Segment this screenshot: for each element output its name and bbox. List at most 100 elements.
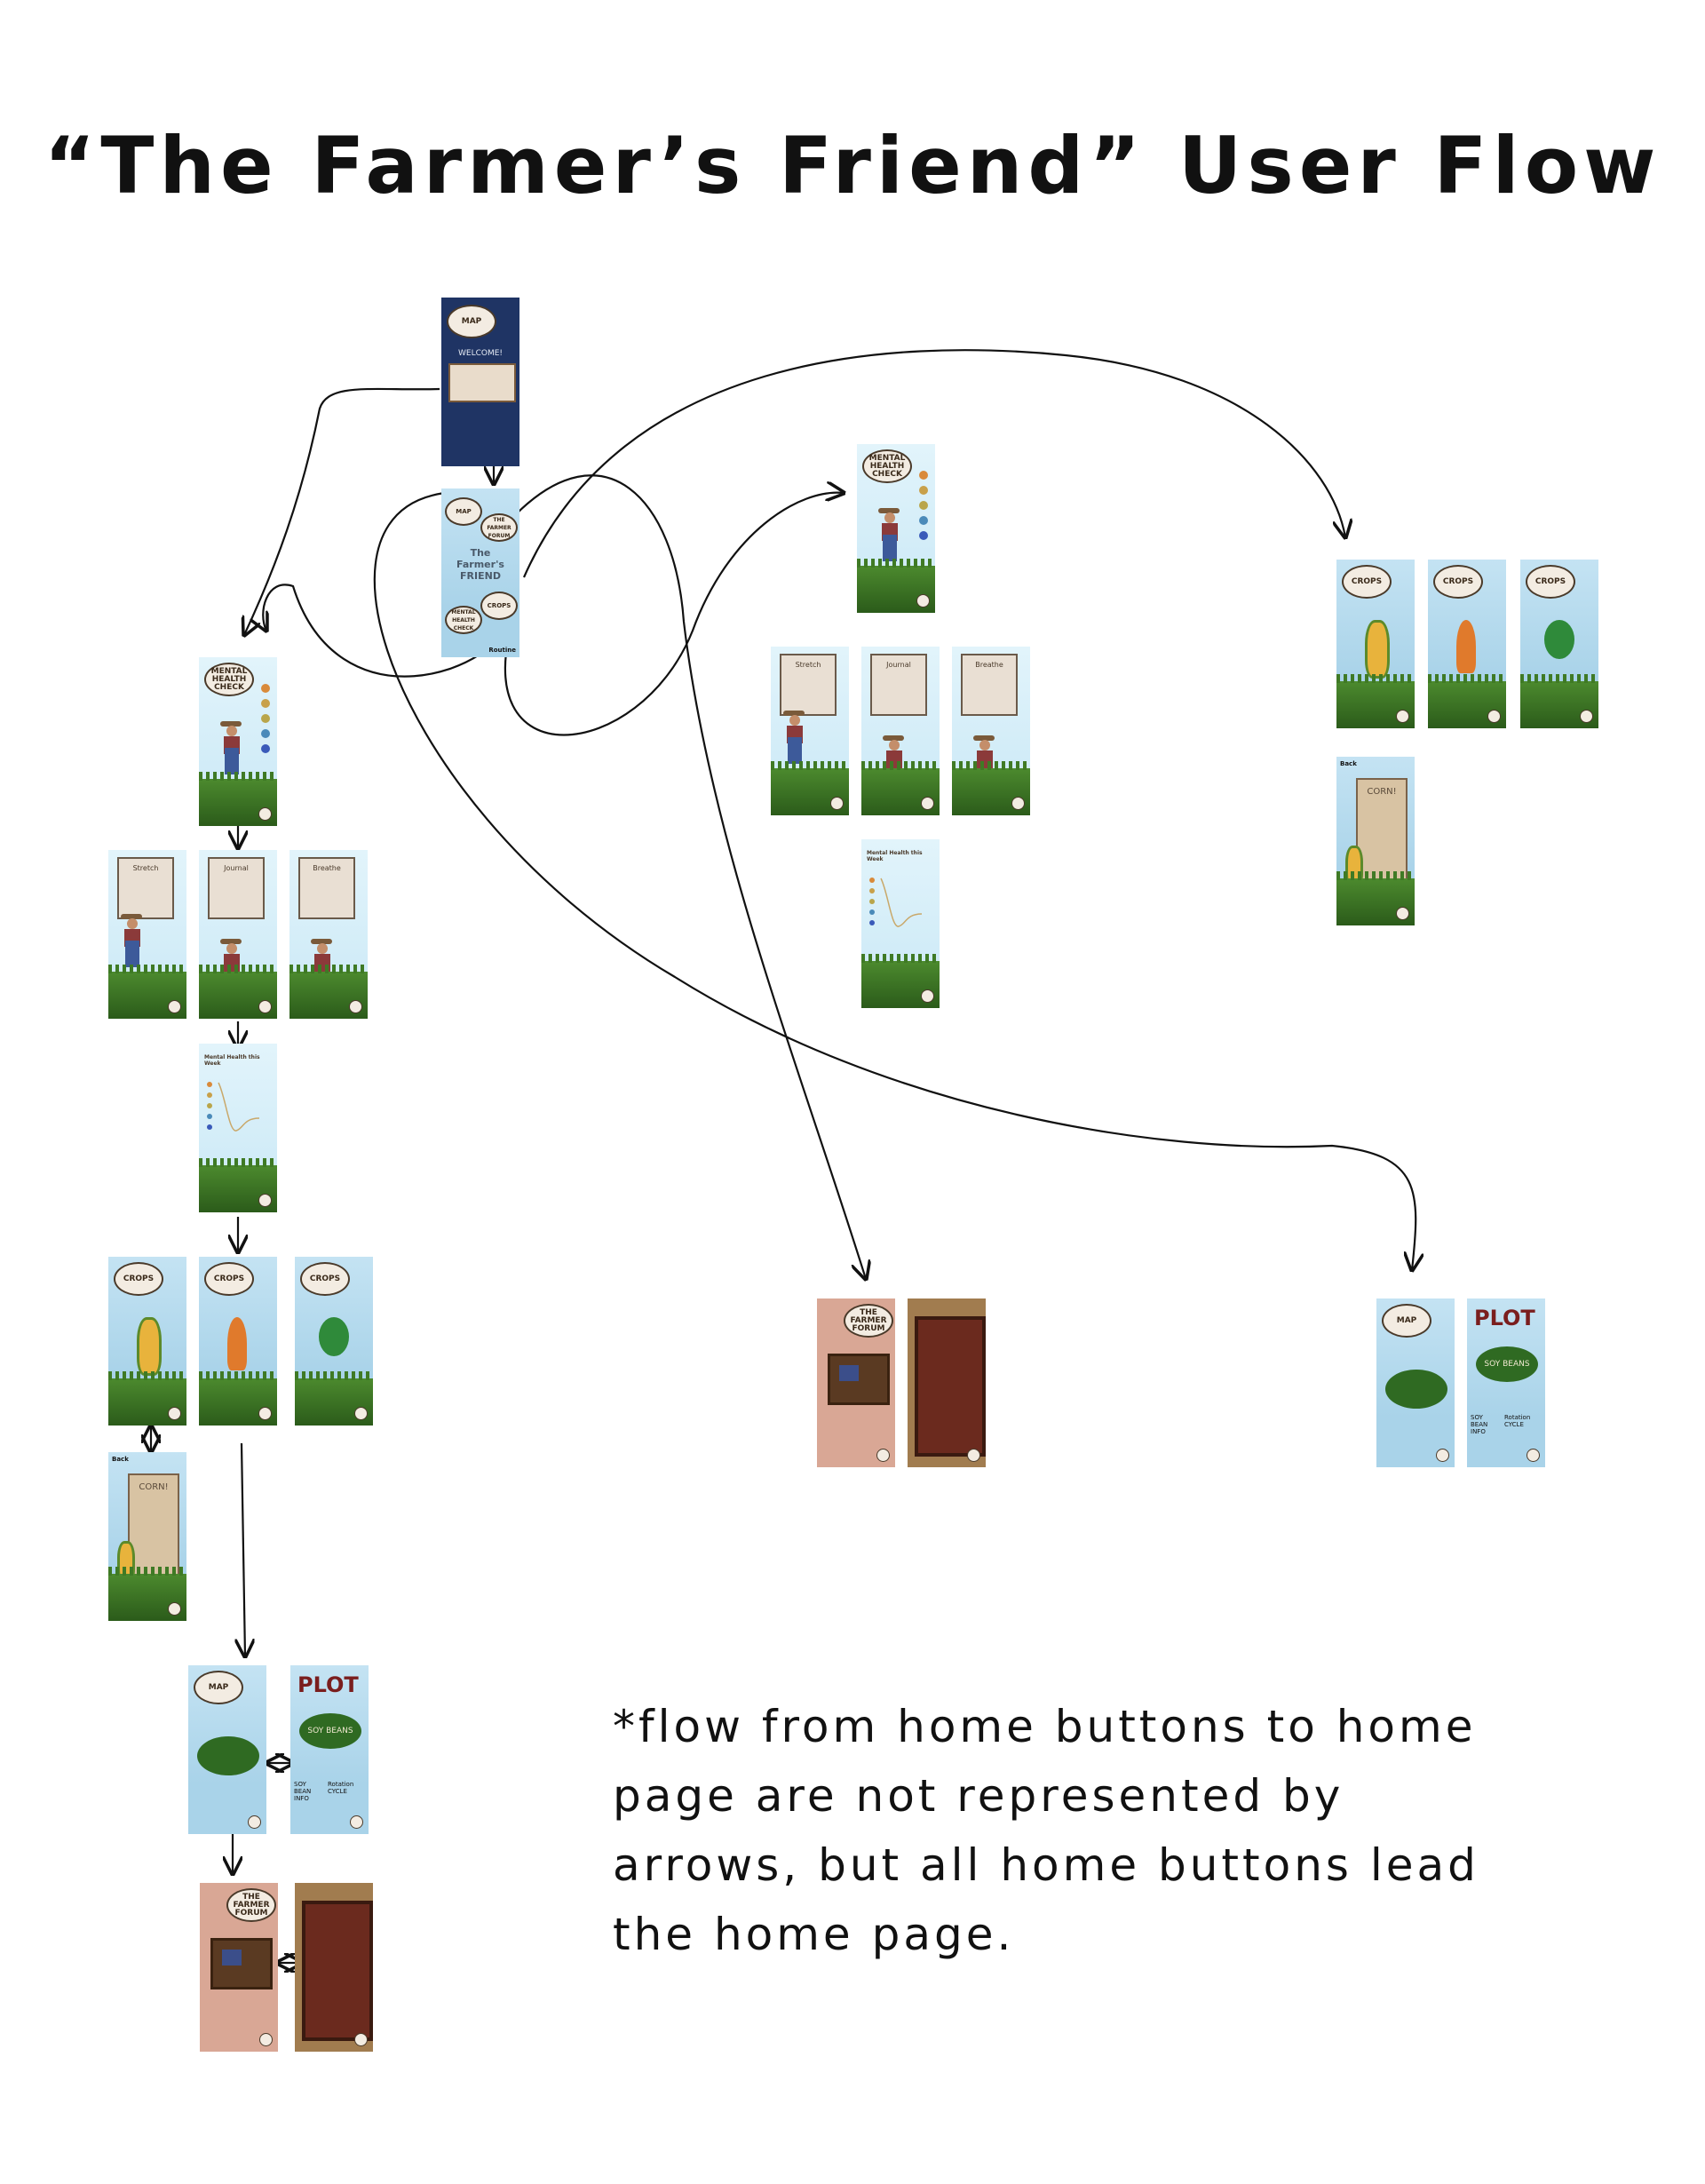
home-icon[interactable] xyxy=(168,1602,181,1616)
screen-forum[interactable]: THE FARMER FORUM xyxy=(200,1883,278,2052)
screen-mental-check[interactable]: MENTAL HEALTH CHECK xyxy=(199,657,277,826)
screen-map[interactable]: MAP xyxy=(188,1665,266,1834)
back-button[interactable]: Back xyxy=(1340,760,1357,767)
journal-sign: Journal xyxy=(870,654,927,716)
rotation-cycle[interactable]: Rotation CYCLE xyxy=(328,1781,354,1795)
breathe-sign: Breathe xyxy=(298,857,355,919)
welcome-card[interactable] xyxy=(448,363,516,402)
skip-button[interactable] xyxy=(168,1407,181,1420)
screen-forum-post[interactable] xyxy=(295,1883,373,2052)
home-icon[interactable] xyxy=(1487,710,1501,723)
screen-crops-carrot[interactable]: CROPS xyxy=(199,1257,277,1426)
routine-button[interactable]: Routine xyxy=(488,647,516,654)
home-icon[interactable] xyxy=(967,1449,980,1462)
forum-cloud[interactable]: THE FARMER FORUM xyxy=(480,513,518,542)
home-icon[interactable] xyxy=(1527,1449,1540,1462)
screen-weekly-chart-b[interactable]: Mental Health this Week xyxy=(861,839,940,1008)
soy-info[interactable]: SOY BEAN INFO xyxy=(1471,1414,1488,1435)
carrot-icon[interactable] xyxy=(227,1317,247,1370)
screen-corn-info[interactable]: Back CORN! xyxy=(108,1452,186,1621)
screen-welcome[interactable]: MAP WELCOME! xyxy=(441,298,519,466)
corn-icon[interactable] xyxy=(137,1317,162,1376)
screen-crops-soy-b[interactable]: CROPS xyxy=(1520,560,1598,728)
crops-cloud: CROPS xyxy=(204,1262,254,1296)
screen-journal[interactable]: Journal xyxy=(199,850,277,1019)
screen-crops-carrot-b[interactable]: CROPS xyxy=(1428,560,1506,728)
home-icon[interactable] xyxy=(830,797,844,810)
skip-button[interactable] xyxy=(258,1000,272,1013)
home-icon[interactable] xyxy=(350,1815,363,1829)
rotation-cycle[interactable]: Rotation CYCLE xyxy=(1504,1414,1531,1428)
weekly-title: Mental Health this Week xyxy=(204,1054,260,1067)
skip-button[interactable] xyxy=(354,1407,368,1420)
screen-mental-check-b[interactable]: MENTAL HEALTH CHECK xyxy=(857,444,935,613)
screen-breathe-b[interactable]: Breathe xyxy=(952,647,1030,815)
forum-board[interactable] xyxy=(828,1354,890,1405)
soybean-plot[interactable]: SOY BEANS xyxy=(299,1713,361,1749)
home-icon[interactable] xyxy=(1580,710,1593,723)
page-title: “The Farmer’s Friend” User Flow xyxy=(44,120,1661,211)
home-icon[interactable] xyxy=(1011,797,1025,810)
crops-cloud: CROPS xyxy=(1342,565,1392,599)
map-cloud[interactable]: MAP xyxy=(445,497,482,526)
screen-forum-post-b[interactable] xyxy=(908,1298,986,1467)
mood-dots[interactable] xyxy=(919,471,928,546)
stretch-sign: Stretch xyxy=(780,654,837,716)
screen-plot[interactable]: PLOT SOY BEANS SOY BEAN INFO Rotation CY… xyxy=(290,1665,369,1834)
breathe-sign: Breathe xyxy=(961,654,1018,716)
skip-button[interactable] xyxy=(259,2033,273,2046)
corn-info-scroll: CORN! xyxy=(128,1473,179,1580)
screen-stretch-b[interactable]: Stretch xyxy=(771,647,849,815)
soy-info[interactable]: SOY BEAN INFO xyxy=(294,1781,312,1802)
soybean-icon[interactable] xyxy=(1544,620,1574,659)
crops-cloud: CROPS xyxy=(114,1262,163,1296)
journal-sign: Journal xyxy=(208,857,265,919)
footnote: *flow from home buttons to home page are… xyxy=(613,1701,1479,1960)
screen-crops-corn-b[interactable]: CROPS xyxy=(1336,560,1415,728)
skip-button[interactable] xyxy=(258,1407,272,1420)
screen-forum-b[interactable]: THE FARMER FORUM xyxy=(817,1298,895,1467)
screen-corn-info-b[interactable]: Back CORN! xyxy=(1336,757,1415,925)
mood-dots[interactable] xyxy=(261,684,270,759)
arrow-crops-map xyxy=(242,1442,245,1656)
screen-home[interactable]: MAP THE FARMER FORUM The Farmer's FRIEND… xyxy=(441,488,519,657)
crops-cloud: CROPS xyxy=(300,1262,350,1296)
skip-button[interactable] xyxy=(349,1000,362,1013)
home-icon[interactable] xyxy=(916,594,930,608)
crops-cloud[interactable]: CROPS xyxy=(480,592,518,620)
carrot-icon[interactable] xyxy=(1456,620,1476,673)
home-icon[interactable] xyxy=(1436,1449,1449,1462)
arrow-home-forum xyxy=(514,474,866,1279)
home-icon[interactable] xyxy=(921,797,934,810)
screen-journal-b[interactable]: Journal xyxy=(861,647,940,815)
mood-graph xyxy=(207,1082,260,1132)
map-cloud[interactable]: MAP xyxy=(447,305,496,338)
screen-map-b[interactable]: MAP xyxy=(1376,1298,1455,1467)
screen-weekly-chart[interactable]: Mental Health this Week xyxy=(199,1044,277,1212)
back-button[interactable]: Back xyxy=(112,1456,129,1463)
forum-board[interactable] xyxy=(210,1938,273,1989)
screen-crops-corn[interactable]: CROPS xyxy=(108,1257,186,1426)
skip-button[interactable] xyxy=(168,1000,181,1013)
map-cloud: MAP xyxy=(1382,1304,1431,1338)
screen-breathe[interactable]: Breathe xyxy=(289,850,368,1019)
farm-hill[interactable] xyxy=(1385,1370,1447,1409)
screen-plot-b[interactable]: PLOT SOY BEANS SOY BEAN INFO Rotation CY… xyxy=(1467,1298,1545,1467)
mental-cloud[interactable]: MENTAL HEALTH CHECK xyxy=(445,606,482,634)
home-icon[interactable] xyxy=(921,989,934,1003)
screen-stretch[interactable]: Stretch xyxy=(108,850,186,1019)
home-icon[interactable] xyxy=(1396,907,1409,920)
soybean-icon[interactable] xyxy=(319,1317,349,1356)
corn-info-scroll: CORN! xyxy=(1356,778,1408,885)
home-icon[interactable] xyxy=(1396,710,1409,723)
home-icon[interactable] xyxy=(354,2033,368,2046)
corn-icon[interactable] xyxy=(1365,620,1390,679)
map-cloud: MAP xyxy=(194,1671,243,1704)
skip-button[interactable] xyxy=(258,1194,272,1207)
farm-hill[interactable] xyxy=(197,1736,259,1775)
home-icon[interactable] xyxy=(258,807,272,821)
screen-crops-soy[interactable]: CROPS xyxy=(295,1257,373,1426)
home-icon[interactable] xyxy=(876,1449,890,1462)
skip-button[interactable] xyxy=(248,1815,261,1829)
soybean-plot[interactable]: SOY BEANS xyxy=(1476,1346,1538,1382)
